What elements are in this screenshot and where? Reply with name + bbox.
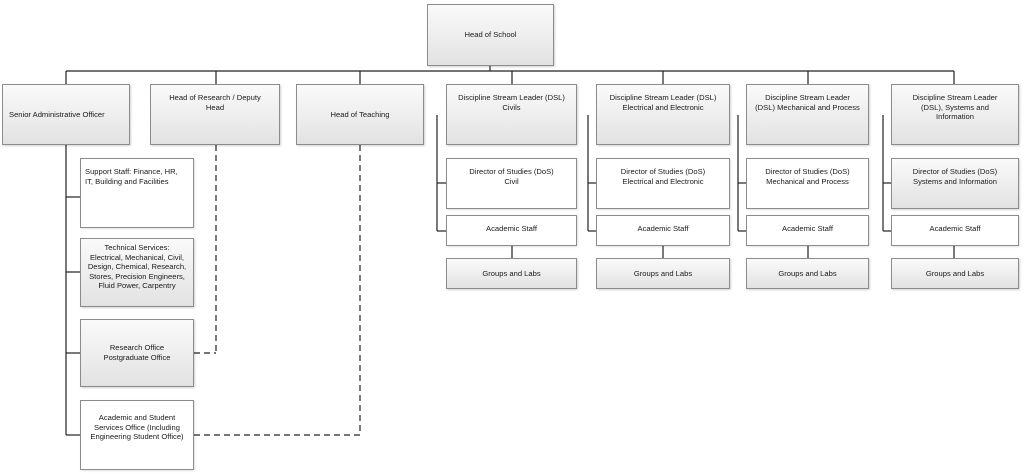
academic-staff-label: Academic Staff [929,224,981,233]
academic-staff-systems-box: Academic Staff [891,215,1019,246]
groups-labs-mechanical-box: Groups and Labs [746,258,869,289]
dos-label: Director of Studies (DoS) Mechanical and… [765,167,850,186]
sao-unit-label: Academic and Student Services Office (In… [90,413,184,442]
dsl-label: Discipline Stream Leader (DSL), Systems … [912,93,998,122]
groups-labs-systems-box: Groups and Labs [891,258,1019,289]
sao-label: Senior Administrative Officer [9,109,105,119]
dos-electrical-box: Director of Studies (DoS) Electrical and… [596,158,730,209]
academic-student-services-box: Academic and Student Services Office (In… [80,400,194,470]
dsl-electrical-box: Discipline Stream Leader (DSL) Electrica… [596,84,730,145]
dsl-label: Discipline Stream Leader (DSL) Electrica… [609,93,717,112]
head-of-research-label: Head of Research / Deputy Head [169,93,261,112]
academic-staff-label: Academic Staff [782,224,833,233]
academic-staff-label: Academic Staff [486,224,537,233]
technical-services-box: Technical Services: Electrical, Mechanic… [80,238,194,307]
head-of-school-box: Head of School [427,4,554,66]
academic-staff-label: Academic Staff [637,224,689,233]
dos-civil-box: Director of Studies (DoS) Civil [446,158,577,209]
dsl-label: Discipline Stream Leader (DSL) Civils [458,93,565,112]
groups-labs-label: Groups and Labs [925,268,985,278]
groups-labs-civil-box: Groups and Labs [446,258,577,289]
dos-label: Director of Studies (DoS) Electrical and… [620,167,706,186]
groups-labs-label: Groups and Labs [482,268,541,278]
head-of-teaching-label: Head of Teaching [330,109,390,119]
head-of-school-label: Head of School [464,30,517,40]
dsl-systems-box: Discipline Stream Leader (DSL), Systems … [891,84,1019,145]
sao-unit-label: Technical Services: Electrical, Mechanic… [87,243,187,291]
groups-labs-label: Groups and Labs [778,268,837,278]
dos-label: Director of Studies (DoS) Civil [469,167,554,186]
dos-label: Director of Studies (DoS) Systems and In… [912,167,998,186]
dos-systems-box: Director of Studies (DoS) Systems and In… [891,158,1019,209]
head-of-teaching-box: Head of Teaching [296,84,424,145]
academic-staff-mechanical-box: Academic Staff [746,215,869,246]
academic-staff-civil-box: Academic Staff [446,215,577,246]
groups-labs-electrical-box: Groups and Labs [596,258,730,289]
sao-unit-label: Support Staff: Finance, HR, IT, Building… [85,167,178,186]
dos-mechanical-box: Director of Studies (DoS) Mechanical and… [746,158,869,209]
sao-unit-label: Research Office Postgraduate Office [103,343,171,362]
support-staff-box: Support Staff: Finance, HR, IT, Building… [80,158,194,228]
research-office-box: Research Office Postgraduate Office [80,319,194,387]
senior-administrative-officer-box: Senior Administrative Officer [2,84,130,145]
dsl-label: Discipline Stream Leader (DSL) Mechanica… [755,93,860,112]
dsl-civils-box: Discipline Stream Leader (DSL) Civils [446,84,577,145]
academic-staff-electrical-box: Academic Staff [596,215,730,246]
dsl-mechanical-box: Discipline Stream Leader (DSL) Mechanica… [746,84,869,145]
groups-labs-label: Groups and Labs [633,268,693,278]
head-of-research-box: Head of Research / Deputy Head [150,84,280,145]
